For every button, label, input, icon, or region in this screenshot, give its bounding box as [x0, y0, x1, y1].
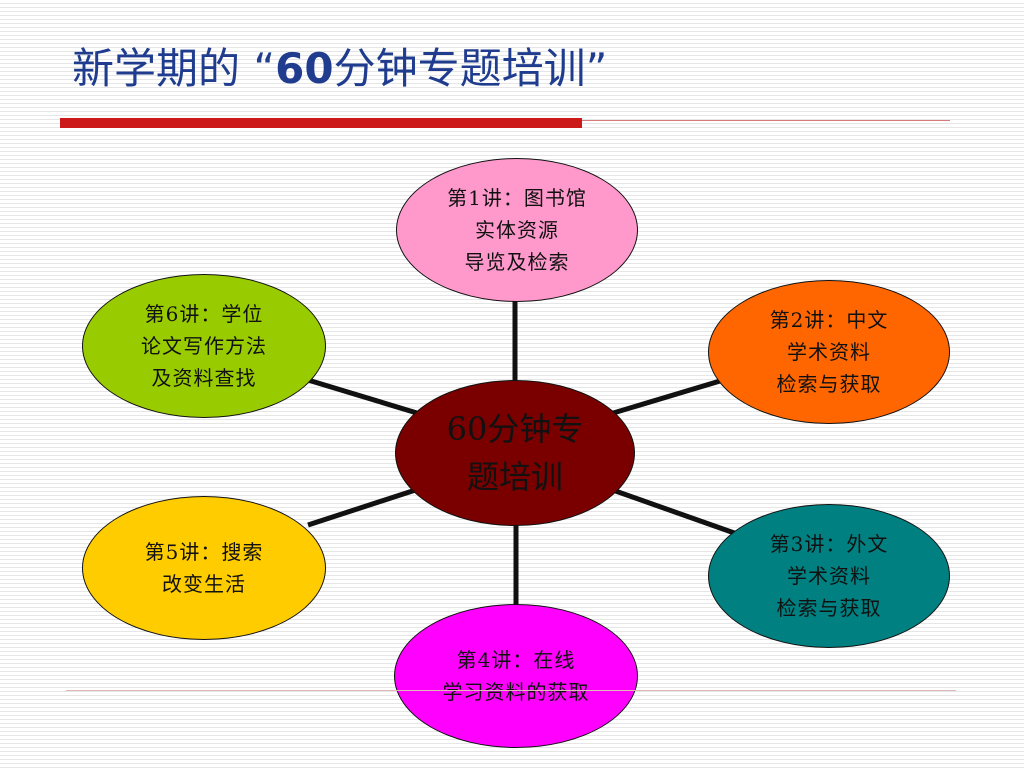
title-underline-thin	[582, 120, 950, 121]
slide-title: 新学期的 “60分钟专题培训”	[72, 44, 607, 94]
lecture-5-node: 第5讲：搜索 改变生活	[82, 496, 326, 640]
lecture-6-node: 第6讲：学位 论文写作方法 及资料查找	[82, 274, 326, 418]
center-topic-node: 60分钟专 题培训	[395, 380, 635, 526]
title-underline-red	[60, 118, 582, 128]
lecture-3-label: 第3讲：外文 学术资料 检索与获取	[769, 532, 889, 620]
lecture-1-label: 第1讲：图书馆 实体资源 导览及检索	[447, 186, 587, 274]
lecture-4-label: 第4讲：在线 学习资料的获取	[442, 648, 590, 704]
lecture-2-label: 第2讲：中文 学术资料 检索与获取	[769, 308, 889, 396]
footer-divider	[66, 690, 956, 691]
lecture-6-label: 第6讲：学位 论文写作方法 及资料查找	[141, 302, 267, 390]
title-prefix: 新学期的 “	[72, 44, 276, 93]
lecture-4-node: 第4讲：在线 学习资料的获取	[394, 604, 638, 748]
lecture-5-label: 第5讲：搜索 改变生活	[144, 540, 264, 596]
lecture-3-node: 第3讲：外文 学术资料 检索与获取	[708, 504, 950, 648]
title-suffix: 分钟专题培训”	[333, 44, 608, 93]
lecture-1-node: 第1讲：图书馆 实体资源 导览及检索	[396, 158, 638, 302]
title-number: 60	[275, 44, 334, 93]
lecture-2-node: 第2讲：中文 学术资料 检索与获取	[708, 280, 950, 424]
center-topic-label: 60分钟专 题培训	[446, 410, 584, 496]
